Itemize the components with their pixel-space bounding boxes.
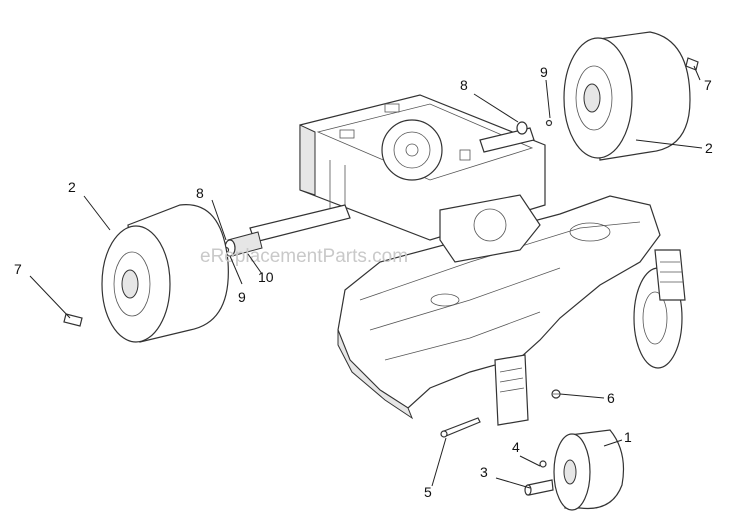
callout-9-left: 9 [238,289,246,305]
callout-9-right: 9 [540,64,548,80]
callout-8-right: 8 [460,77,468,93]
callout-3: 3 [480,464,488,480]
callout-labels: 1 2 2 3 4 5 6 7 7 8 8 9 9 10 [14,64,713,500]
callout-7-left: 7 [14,261,22,277]
callout-10: 10 [258,269,274,285]
caster-wheel-assembly [494,354,625,511]
caster-pin [440,417,481,438]
caster-bolt [551,389,561,399]
callout-2-right: 2 [705,140,713,156]
left-drive-wheel [101,204,229,343]
leader-lines [29,65,703,489]
callout-6: 6 [607,390,615,406]
rear-caster-wheel [633,249,686,369]
caster-axle-spacer [524,460,554,496]
hairpin-clip-left [63,313,83,327]
callout-5: 5 [424,484,432,500]
bolt-hardware-left [222,119,553,254]
callout-2-left: 2 [68,179,76,195]
callout-1: 1 [624,429,632,445]
mower-deck [337,195,661,420]
watermark: eReplacementParts.com [200,246,408,267]
callout-4: 4 [512,439,520,455]
hairpin-clip-right [685,57,699,71]
callout-8-left: 8 [196,185,204,201]
chassis-frame [299,94,546,263]
right-drive-wheel [563,31,691,161]
callout-7-right: 7 [704,77,712,93]
